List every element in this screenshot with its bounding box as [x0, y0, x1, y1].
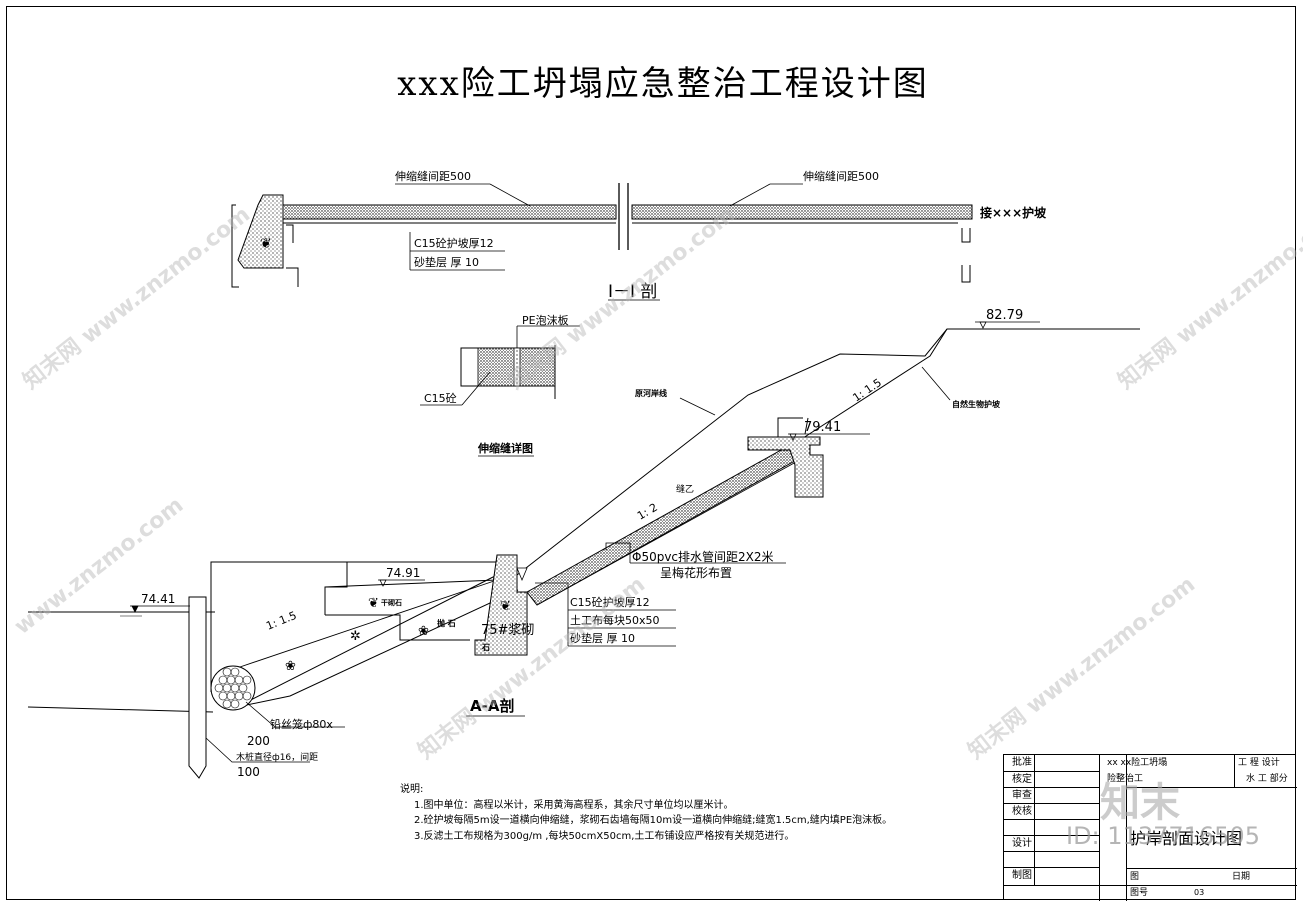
tb-drawing-no: 03 — [1194, 888, 1205, 897]
stone-symbol: ❦ — [260, 236, 272, 252]
svg-text:❀: ❀ — [418, 624, 429, 639]
elev-mid: 79.41 — [804, 420, 841, 435]
layer-slab-label: C15砼护坡厚12 — [570, 595, 650, 609]
drain-layout-label: 呈梅花形布置 — [660, 565, 732, 580]
tb-dept-2: 水 工 部分 — [1246, 774, 1288, 784]
riprap-label: 抛 石 — [437, 618, 456, 628]
elev-water: 74.41 — [141, 592, 175, 606]
slope-lower: 1: 1.5 — [264, 609, 298, 633]
slope-upper: 1: 1.5 — [850, 376, 884, 405]
svg-text:✲: ✲ — [350, 629, 361, 644]
joint-detail-drawing — [420, 325, 580, 457]
joint-detail-label: 伸缩缝详图 — [477, 441, 533, 455]
section-1-label: I－I 剖 — [608, 282, 657, 302]
layer-geo-label: 土工布每块50x50 — [570, 613, 660, 627]
tb-date-label: 日期 — [1232, 872, 1251, 882]
notes: 说明: 1.图中单位：高程以米计，采用黄海高程系，其余尺寸单位均以厘米计。 2.… — [400, 782, 892, 844]
tb-page-label: 图 — [1130, 872, 1140, 882]
notes-heading: 说明: — [400, 784, 424, 795]
wire-cage-label: 铅丝笼ф80x — [270, 717, 333, 731]
joint-spacing-right: 伸缩缝间距500 — [803, 169, 879, 183]
tb-dept-1: 工 程 设计 — [1238, 758, 1280, 768]
section-1-drawing: ❦ — [231, 183, 973, 301]
seam-label: 缝乙 — [676, 483, 694, 495]
slab-right — [631, 204, 973, 220]
layer-sand-label: 砂垫层 厚 10 — [570, 631, 635, 645]
svg-text:❦: ❦ — [500, 599, 511, 614]
section-a-label: A-A剖 — [470, 697, 514, 715]
note-item-3: 3.反滤土工布规格为300g/m ,每块50cmX50cm,土工布铺设应严格按有… — [414, 830, 795, 842]
tb-drawing-name: 护岸剖面设计图 — [1130, 829, 1243, 848]
note-item-1: 1.图中单位：高程以米计，采用黄海高程系，其余尺寸单位均以厘米计。 — [414, 799, 734, 811]
section-1-slab-label: C15砼护坡厚12 — [414, 236, 494, 250]
mortar-stone-label-2: 石 — [481, 643, 490, 652]
wire-cage-label-2: 200 — [247, 734, 270, 748]
tb-row-draft: 制图 — [1012, 870, 1032, 881]
svg-text:❀: ❀ — [285, 659, 296, 674]
elev-top: 82.79 — [986, 308, 1023, 323]
pile-label: 木桩直径ф16，间距 — [236, 751, 318, 763]
original-bank-label: 原河岸线 — [635, 388, 667, 398]
pe-foam-label: PE泡沫板 — [522, 313, 569, 327]
eco-slope-label: 自然生物护坡 — [952, 399, 1001, 409]
section-a-drawing: ❦ ❦ ✲ ❀ ❀ — [27, 321, 1140, 779]
c15-label: C15砼 — [424, 392, 457, 405]
svg-text:❦: ❦ — [368, 596, 379, 611]
tb-drawing-no-label: 图号 — [1130, 888, 1149, 898]
dry-stone-label: 干砌石 — [381, 598, 402, 607]
toe-wall-left — [237, 194, 284, 269]
tb-project-2: 险整治工 — [1107, 774, 1144, 784]
section-1-sand-label: 砂垫层 厚 10 — [414, 255, 479, 269]
elev-berm: 74.91 — [386, 566, 420, 580]
drawing-frame — [6, 6, 1296, 900]
slab-left — [282, 204, 617, 220]
tb-row-verify: 校核 — [1012, 806, 1032, 817]
tb-row-review: 审查 — [1012, 790, 1032, 801]
tb-row-approve: 批准 — [1012, 757, 1032, 768]
tb-row-design: 设计 — [1012, 838, 1032, 849]
title-block: 批准 核定 审查 校核 设计 制图 xx xx险工坍塌 险整治工 工 程 设计 … — [1003, 754, 1297, 901]
tb-row-check: 核定 — [1012, 774, 1032, 785]
pile-label-2: 100 — [237, 765, 260, 779]
joint-spacing-left: 伸缩缝间距500 — [395, 169, 471, 183]
connect-slope-label: 接×××护坡 — [980, 205, 1047, 220]
note-item-2: 2.砼护坡每隔5m设一道横向伸缩缝，浆砌石齿墙每隔10m设一道横向伸缩缝;缝宽1… — [414, 815, 893, 826]
tb-project-1: xx xx险工坍塌 — [1107, 758, 1168, 768]
drawing-title: xxx险工坍塌应急整治工程设计图 — [397, 64, 929, 104]
drain-pipe-label: Φ50pvc排水管间距2X2米 — [632, 549, 774, 564]
mortar-stone-label: 75#浆砌 — [481, 623, 534, 638]
